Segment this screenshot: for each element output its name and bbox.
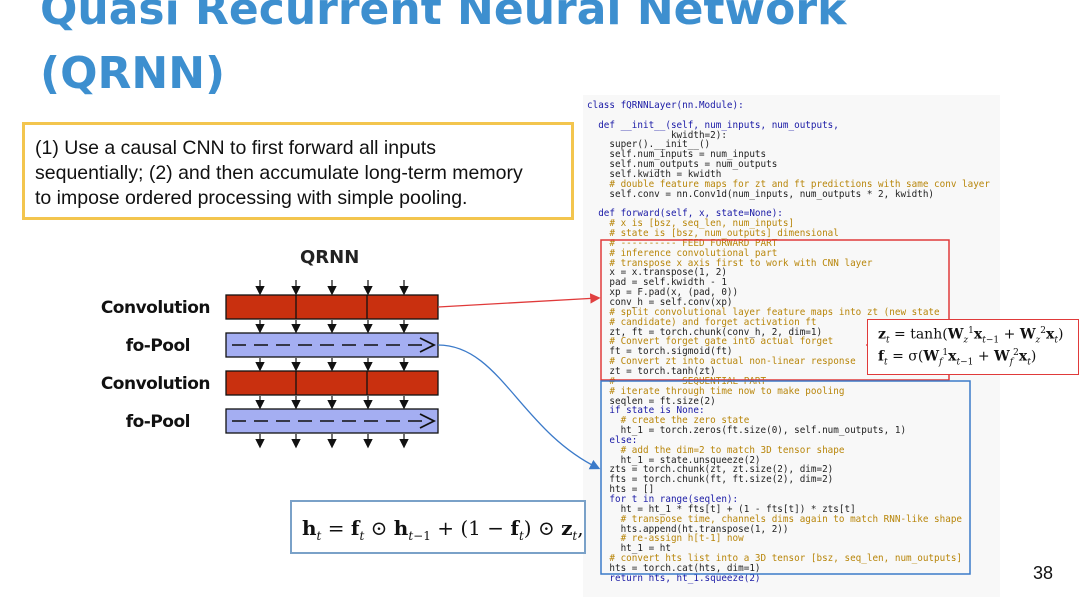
fo-pool-block-1 xyxy=(225,332,439,358)
layer-label-convolution-2: Convolution xyxy=(100,374,211,394)
code-line: seqlen = ft.size(2) xyxy=(587,395,716,407)
code-line: ht = ht_1 * fts[t] + (1 - fts[t]) * zts[… xyxy=(587,503,856,515)
slide-title-line-1: Quasi Recurrent Neural Network xyxy=(40,0,847,35)
code-line: # add the dim=2 to match 3D tensor shape xyxy=(587,444,845,456)
code-line: conv_h = self.conv(xp) xyxy=(587,297,733,308)
code-line: # Convert zt into actual non-linear resp… xyxy=(587,356,856,368)
code-line: # convert hts list into a 3D tensor [bsz… xyxy=(587,553,963,565)
layer-label-convolution-1: Convolution xyxy=(100,298,211,318)
code-line: else: xyxy=(587,434,638,446)
code-line: def forward(self, x, state=None): xyxy=(587,208,783,220)
hidden-state-equation: ht = ft ⊙ ht−1 + (1 − ft) ⊙ zt, xyxy=(290,500,586,554)
code-line: def __init__(self, num_inputs, num_outpu… xyxy=(587,119,839,131)
code-line: self.num_outputs = num_outputs xyxy=(587,159,778,171)
code-line: # transpose x axis first to work with CN… xyxy=(587,257,873,269)
code-line: zts = torch.chunk(zt, zt.size(2), dim=2) xyxy=(587,464,834,476)
code-line: kwidth=2): xyxy=(587,129,727,141)
code-line: ht_1 = state.unsqueeze(2) xyxy=(587,454,761,466)
code-line: # split convolutional layer feature maps… xyxy=(587,306,940,318)
code-line: ht_1 = torch.zeros(ft.size(0), self.num_… xyxy=(587,425,907,437)
diagram-title: QRNN xyxy=(300,247,360,268)
layer-label-fo-pool-2: fo-Pool xyxy=(125,412,191,432)
code-line: x = x.transpose(1, 2) xyxy=(587,267,727,279)
description-line: sequentially; (2) and then accumulate lo… xyxy=(35,162,523,184)
description-line: (1) Use a causal CNN to first forward al… xyxy=(35,137,436,159)
sequential-highlight xyxy=(600,380,971,575)
code-line: self.conv = nn.Conv1d(num_inputs, num_ou… xyxy=(587,188,935,200)
code-line: ft = torch.sigmoid(ft) xyxy=(587,346,733,358)
layer-label-fo-pool-1: fo-Pool xyxy=(125,336,191,356)
code-line: # double feature maps for zt and ft pred… xyxy=(587,178,990,190)
flow-arrows xyxy=(255,280,409,449)
code-line: # inference convolutional part xyxy=(587,247,778,259)
feed-forward-highlight xyxy=(600,239,950,381)
code-line: fts = torch.chunk(ft, ft.size(2), dim=2) xyxy=(587,474,834,486)
code-line: self.kwidth = kwidth xyxy=(587,168,722,180)
code-line: hts = torch.cat(hts, dim=1) xyxy=(587,562,761,574)
code-line: zt = torch.tanh(zt) xyxy=(587,365,716,377)
code-line: # ---------- FEED FORWARD PART xyxy=(587,237,778,249)
code-line: # candidate) and forget activation ft xyxy=(587,316,817,328)
code-line: ht_1 = ht xyxy=(587,543,671,555)
code-line: self.num_inputs = num_inputs xyxy=(587,149,767,161)
code-line: hts = [] xyxy=(587,484,655,496)
code-line: pad = self.kwidth - 1 xyxy=(587,277,727,289)
pool-to-code-arrow xyxy=(437,344,601,470)
code-line: # iterate through time now to make pooli… xyxy=(587,385,845,397)
code-line: class fQRNNLayer(nn.Module): xyxy=(587,100,744,111)
code-line: # state is [bsz, num_outputs] dimensiona… xyxy=(587,228,839,240)
code-line: # re-assign h[t-1] now xyxy=(587,533,744,545)
description-box: (1) Use a causal CNN to first forward al… xyxy=(22,122,574,220)
convolution-block-2 xyxy=(225,370,439,396)
code-line: hts.append(ht.transpose(1, 2)) xyxy=(587,523,789,535)
code-line: super().__init__() xyxy=(587,139,711,151)
slide-title-line-2: (QRNN) xyxy=(40,48,226,99)
code-line: zt, ft = torch.chunk(conv_h, 2, dim=1) xyxy=(587,326,823,338)
convolution-block-1 xyxy=(225,294,439,320)
code-line: return hts, ht_1.squeeze(2) xyxy=(587,572,761,584)
fo-pool-block-2 xyxy=(225,408,439,434)
code-line: # transpose time, channels dims again to… xyxy=(587,513,963,525)
code-panel: class fQRNNLayer(nn.Module): def __init_… xyxy=(583,95,1000,597)
description-line: to impose ordered processing with simple… xyxy=(35,187,468,209)
convolution-to-code-arrow xyxy=(437,293,601,308)
code-line: # create the zero state xyxy=(587,415,750,427)
gate-equations: zt = tanh(Wz1xt−1 + Wz2xt) ft = σ(Wf1xt−… xyxy=(867,319,1079,375)
code-line: # Convert forget gate into actual forget xyxy=(587,336,834,348)
code-line: # x is [bsz, seq_len, num_inputs] xyxy=(587,218,795,230)
code-line: for t in range(seqlen): xyxy=(587,494,739,505)
code-line: xp = F.pad(x, (pad, 0)) xyxy=(587,287,739,299)
page-number: 38 xyxy=(1033,563,1054,583)
code-line: if state is None: xyxy=(587,405,705,417)
